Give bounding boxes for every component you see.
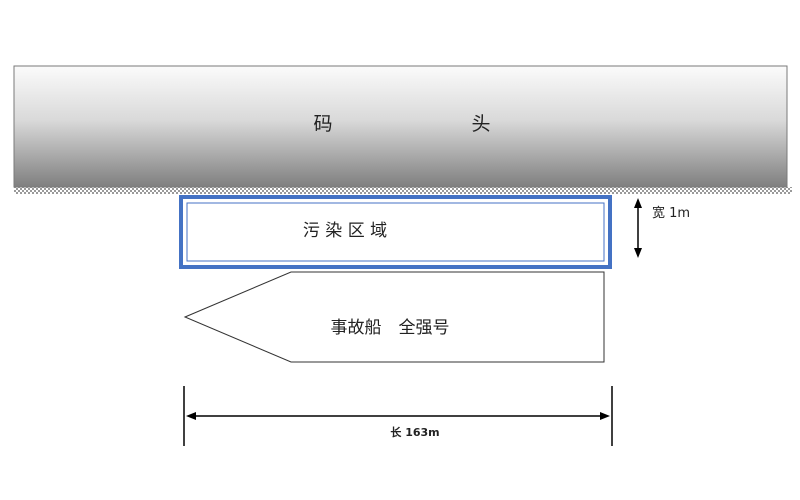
width-dimension-label: 宽 1m — [652, 205, 690, 221]
length-dimension-label: 长 163m — [390, 425, 439, 439]
ship-label: 事故船 全强号 — [331, 318, 450, 338]
ship: 事故船 全强号 — [183, 271, 605, 363]
ship-hull — [183, 271, 605, 363]
length-dimension: 长 163m — [183, 386, 613, 446]
wharf: 码 头 — [13, 65, 792, 194]
width-arrow-head-up — [634, 198, 642, 208]
wharf-body — [13, 65, 788, 188]
length-arrow-head-left — [186, 412, 196, 420]
wharf-label-left: 码 — [313, 113, 332, 135]
pollution-zone-label: 污 染 区 域 — [303, 221, 387, 241]
wharf-label-right: 头 — [471, 113, 490, 135]
wharf-edge-hatch — [14, 187, 792, 194]
length-arrow-head-right — [600, 412, 610, 420]
pollution-zone-outer-border — [179, 195, 612, 269]
pollution-zone: 污 染 区 域 — [179, 195, 612, 269]
width-dimension: 宽 1m — [634, 198, 690, 258]
pollution-zone-inner-border — [186, 202, 605, 262]
width-arrow-head-down — [634, 248, 642, 258]
